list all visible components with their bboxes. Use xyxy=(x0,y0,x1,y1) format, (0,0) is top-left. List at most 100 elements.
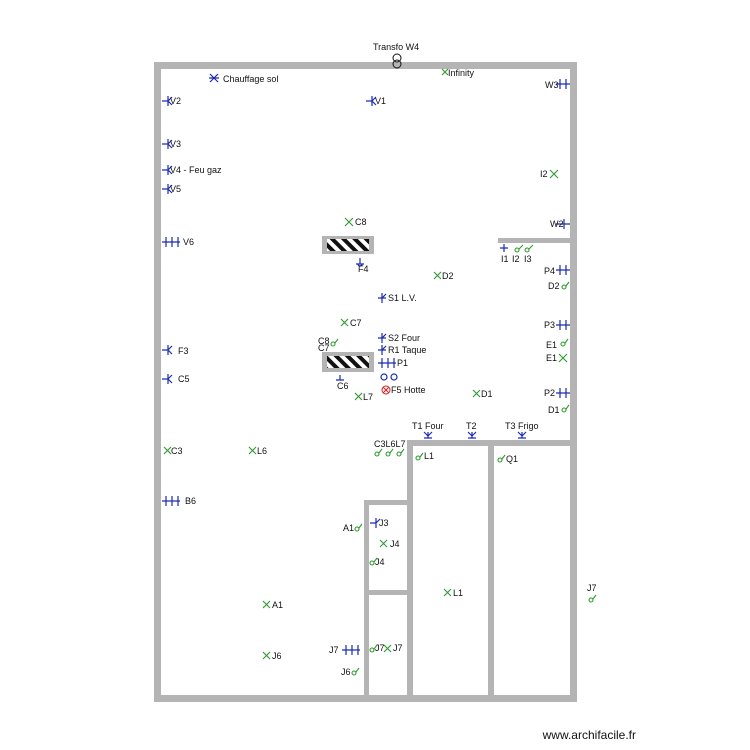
switch-icon xyxy=(415,452,424,461)
light-point-icon xyxy=(248,446,257,455)
label-s1: S1 L.V. xyxy=(388,293,417,303)
label-c6: C6 xyxy=(337,381,349,391)
socket-icon xyxy=(342,645,360,655)
label-d1b: D1 xyxy=(548,405,560,415)
wall-kitchen-mid xyxy=(488,440,494,698)
label-i1: I1 xyxy=(501,254,509,264)
label-v5: V5 xyxy=(170,184,182,194)
transformer-icon xyxy=(392,53,402,69)
socket-icon xyxy=(556,79,570,89)
label-p1: P1 xyxy=(397,358,409,368)
label-d2: D2 xyxy=(442,271,454,281)
label-j4b: J4 xyxy=(375,557,385,567)
label-j6b: J6 xyxy=(341,667,351,677)
blue-symbols xyxy=(162,73,570,655)
wall-closet-top xyxy=(364,500,410,505)
switch-icon xyxy=(561,404,570,413)
label-v6: V6 xyxy=(183,237,195,247)
socket-icon xyxy=(500,244,508,252)
wall-shelf-right xyxy=(498,238,573,243)
label-p3: P3 xyxy=(544,320,556,330)
green-symbols xyxy=(163,68,597,676)
label-s2: S2 Four xyxy=(388,333,421,343)
light-point-icon xyxy=(443,588,452,597)
socket-icon xyxy=(162,496,180,506)
socket-icon xyxy=(366,96,377,106)
light-point-icon xyxy=(441,68,449,76)
socket-icon xyxy=(467,431,477,439)
socket-icon xyxy=(380,373,398,381)
label-v4: V4 - Feu gaz xyxy=(170,165,222,175)
label-w2: W2 xyxy=(550,219,564,229)
label-r1: R1 Taque xyxy=(388,345,427,355)
wall-left xyxy=(154,62,161,702)
label-v3: V3 xyxy=(170,139,182,149)
label-c3: C3 xyxy=(171,446,183,456)
socket-icon xyxy=(556,219,570,229)
label-a1b: A1 xyxy=(272,600,284,610)
light-point-icon xyxy=(433,271,442,280)
label-c5: C5 xyxy=(178,374,190,384)
label-infinity: Infinity xyxy=(448,68,475,78)
socket-icon xyxy=(378,293,387,303)
label-f4: F4 xyxy=(358,264,369,274)
label-c8: C8 xyxy=(355,217,367,227)
label-j7b: J7 xyxy=(375,643,385,653)
switch-icon xyxy=(351,667,360,676)
switch-icon xyxy=(369,644,378,653)
switch-icon xyxy=(514,244,534,253)
socket-icon xyxy=(370,518,381,528)
socket-icon xyxy=(556,320,570,330)
label-i2: I2 xyxy=(540,169,548,179)
label-f3: F3 xyxy=(178,346,189,356)
socket-icon xyxy=(162,96,173,106)
label-e1b: E1 xyxy=(546,353,558,363)
wall-kitchen-left xyxy=(407,440,413,698)
label-i2b: I2 xyxy=(512,254,520,264)
label-l1: L1 xyxy=(424,451,435,461)
transfo-title: Transfo W4 xyxy=(373,42,420,52)
label-l6: L6 xyxy=(257,446,268,456)
switch-icon xyxy=(354,523,363,532)
wall-closet-mid xyxy=(364,590,410,595)
socket-icon xyxy=(162,345,173,355)
light-point-icon xyxy=(344,217,354,227)
counter-top xyxy=(322,236,374,254)
socket-icon xyxy=(423,431,433,439)
socket-icon xyxy=(556,265,570,275)
socket-icon xyxy=(162,237,180,247)
label-d2b: D2 xyxy=(548,281,560,291)
label-l1b: L1 xyxy=(453,588,464,598)
label-a1: A1 xyxy=(343,523,355,533)
label-i3: I3 xyxy=(524,254,532,264)
switch-icon xyxy=(561,281,570,290)
wall-right xyxy=(570,62,577,702)
socket-icon xyxy=(162,374,173,384)
wall-bottom xyxy=(154,695,577,702)
label-c7: C7 xyxy=(350,318,362,328)
socket-icon xyxy=(378,358,396,368)
light-point-icon xyxy=(379,539,388,548)
socket-icon xyxy=(209,73,219,83)
light-point-icon xyxy=(354,392,363,401)
label-chauffage: Chauffage sol xyxy=(223,74,279,84)
socket-icon xyxy=(356,258,364,267)
socket-icon xyxy=(162,139,173,149)
label-l7: L7 xyxy=(363,392,374,402)
light-point-icon xyxy=(340,318,349,327)
light-point-icon xyxy=(262,600,271,609)
label-p4: P4 xyxy=(544,266,556,276)
label-q1: Q1 xyxy=(506,454,519,464)
hood-icon xyxy=(381,385,391,395)
label-p2: P2 xyxy=(544,388,556,398)
label-b6: B6 xyxy=(185,496,197,506)
socket-icon xyxy=(517,431,527,439)
label-f5: F5 Hotte xyxy=(391,385,426,395)
label-v2: V2 xyxy=(170,96,182,106)
watermark: www.archifacile.fr xyxy=(542,728,636,742)
walls xyxy=(154,62,577,702)
label-c8b: C8 xyxy=(318,336,330,346)
switch-icon xyxy=(497,454,506,463)
socket-icon xyxy=(162,165,173,175)
